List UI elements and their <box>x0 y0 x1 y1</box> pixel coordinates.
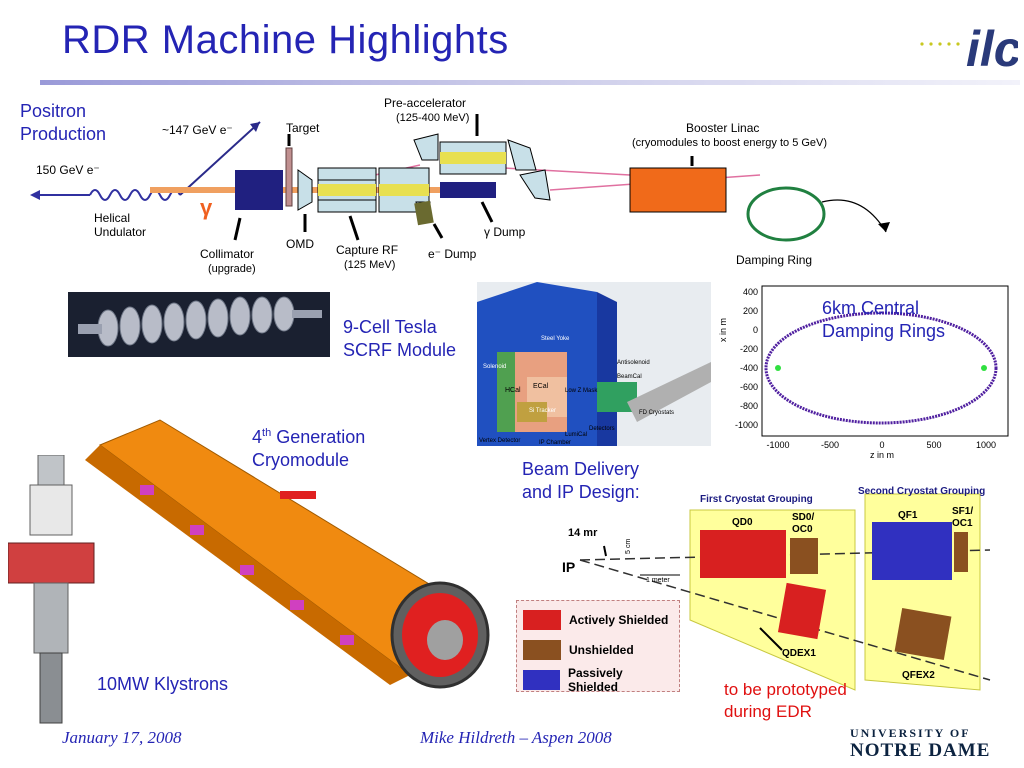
svg-text:1 meter: 1 meter <box>646 577 670 584</box>
ring-ytick-label: 400 <box>743 287 758 297</box>
svg-text:Steel Yoke: Steel Yoke <box>541 336 570 342</box>
svg-text:QDEX1: QDEX1 <box>782 648 816 659</box>
booster-label: Booster Linac <box>686 121 759 135</box>
omd-block <box>297 169 313 211</box>
ilc-logo-text: ilc <box>966 21 1018 77</box>
capture-rf-label: Capture RF <box>336 243 398 257</box>
svg-text:Si Tracker: Si Tracker <box>529 408 556 414</box>
tesla-cavity-image <box>68 292 330 357</box>
booster-note-label: (cryomodules to boost energy to 5 GeV) <box>632 137 827 149</box>
footer-date: January 17, 2008 <box>62 728 182 747</box>
svg-text:BeamCal: BeamCal <box>617 374 642 380</box>
electron-dump-label: e⁻ Dump <box>428 247 477 261</box>
ring-xtick-label: -500 <box>821 440 839 450</box>
footer-center: Mike Hildreth – Aspen 2008 <box>420 728 612 747</box>
ring-ytick-label: -800 <box>740 401 758 411</box>
qdex1-magnet <box>777 582 827 640</box>
e150-label: 150 GeV e⁻ <box>36 163 100 177</box>
title-rule <box>40 80 1020 85</box>
omd-label: OMD <box>286 237 314 251</box>
svg-text:IP: IP <box>562 559 575 575</box>
slide-title: RDR Machine Highlights <box>62 18 509 62</box>
legend-actively-shielded: Actively Shielded <box>523 605 673 635</box>
svg-text:Antisolenoid: Antisolenoid <box>617 360 650 366</box>
qd0-magnet <box>700 530 786 578</box>
damping-ring-trace <box>764 311 998 425</box>
target-block <box>285 147 293 207</box>
positron-production-label: Positron Production <box>20 101 107 144</box>
positron-source-diagram: 150 GeV e⁻ ~147 GeV e⁻ Helical Undulator… <box>30 96 890 275</box>
damping-ring-label: Damping Ring <box>736 253 812 267</box>
cryomodule-label: 4th Generation Cryomodule <box>252 427 366 470</box>
ring-xtick-label: 0 <box>879 440 884 450</box>
undulator-label: Undulator <box>94 225 146 239</box>
notre-dame-logo: UNIVERSITY OF NOTRE DAME <box>850 726 991 761</box>
ring-ylabel: x in m <box>718 318 728 342</box>
ring-ytick-label: 0 <box>753 325 758 335</box>
bds-label: Beam Delivery and IP Design: <box>522 459 640 502</box>
svg-text:Second Cryostat Grouping: Second Cryostat Grouping <box>858 486 985 497</box>
ring-xlabel: z in m <box>870 450 894 460</box>
svg-text:5 cm: 5 cm <box>625 539 632 554</box>
ring-ytick-label: -1000 <box>735 420 758 430</box>
klystrons-label: 10MW Klystrons <box>97 674 229 694</box>
preaccelerator-energy-label: (125-400 MeV) <box>396 112 469 124</box>
svg-text:LumiCal: LumiCal <box>565 432 587 438</box>
qfex2-magnet <box>894 607 952 661</box>
ring-xtick-label: 1000 <box>976 440 996 450</box>
detector-image: Steel Yoke Solenoid HCal ECal Low Z Mask… <box>477 282 711 446</box>
svg-text:Low Z Mask: Low Z Mask <box>565 388 598 394</box>
gamma-dump-label: γ Dump <box>484 225 526 239</box>
svg-text:OC0: OC0 <box>792 524 813 535</box>
helical-undulator <box>89 189 181 201</box>
ring-xtick-label: 500 <box>926 440 941 450</box>
svg-text:QF1: QF1 <box>898 510 918 521</box>
ring-ytick-label: -200 <box>740 344 758 354</box>
svg-text:Solenoid: Solenoid <box>483 364 506 370</box>
target-label: Target <box>286 121 320 135</box>
gamma-dump-block <box>440 182 496 198</box>
ring-xtick-label: -1000 <box>766 440 789 450</box>
svg-text:ECal: ECal <box>533 383 549 390</box>
gamma-label: γ <box>200 195 213 220</box>
klystron-image <box>8 455 95 724</box>
svg-text:Detectors: Detectors <box>589 426 615 432</box>
upgrade-label: (upgrade) <box>208 263 256 275</box>
legend-passively-shielded: Passively Shielded <box>523 665 673 695</box>
svg-text:First Cryostat Grouping: First Cryostat Grouping <box>700 494 813 505</box>
damping-ring-plot: 400 200 0 -200 -400 -600 -800 -1000 -1000 -500 0 5… <box>718 285 1009 460</box>
collimator-label: Collimator <box>200 247 254 261</box>
e147-label: ~147 GeV e⁻ <box>162 123 233 137</box>
capture-energy-label: (125 MeV) <box>344 259 395 271</box>
svg-text:QD0: QD0 <box>732 517 753 528</box>
qf1-magnet <box>872 522 952 580</box>
legend-unshielded: Unshielded <box>523 635 673 665</box>
cryomodule-image <box>85 419 490 689</box>
svg-text:IP Chamber: IP Chamber <box>539 440 571 446</box>
damping-rings-label: 6km Central Damping Rings <box>822 298 946 341</box>
ring-ytick-label: -600 <box>740 382 758 392</box>
ilc-logo: ilc <box>920 21 1018 77</box>
bds-diagram: First Cryostat Grouping Second Cryostat … <box>562 486 991 691</box>
svg-text:Vertex Detector: Vertex Detector <box>479 438 520 444</box>
spent-electron-beam <box>179 121 261 196</box>
prototyped-note: to be prototyped during EDR <box>724 680 847 721</box>
svg-text:FD Cryostats: FD Cryostats <box>639 410 674 416</box>
svg-text:OC1: OC1 <box>952 518 973 529</box>
preaccelerator-label: Pre-accelerator <box>384 96 466 110</box>
svg-text:14 mr: 14 mr <box>568 527 598 539</box>
svg-text:HCal: HCal <box>505 387 521 394</box>
bds-legend: Actively Shielded Unshielded Passively S… <box>516 600 680 695</box>
booster-linac-block <box>629 167 727 213</box>
ring-ytick-label: 200 <box>743 306 758 316</box>
helical-label: Helical <box>94 211 130 225</box>
damping-ring-ellipse <box>746 186 826 242</box>
tesla-label: 9-Cell Tesla SCRF Module <box>343 317 457 360</box>
ring-ytick-label: -400 <box>740 363 758 373</box>
svg-text:SF1/: SF1/ <box>952 506 973 517</box>
collimator-block <box>235 170 283 210</box>
svg-text:SD0/: SD0/ <box>792 512 814 523</box>
svg-text:QFEX2: QFEX2 <box>902 670 935 681</box>
electron-dump-block <box>414 200 434 226</box>
